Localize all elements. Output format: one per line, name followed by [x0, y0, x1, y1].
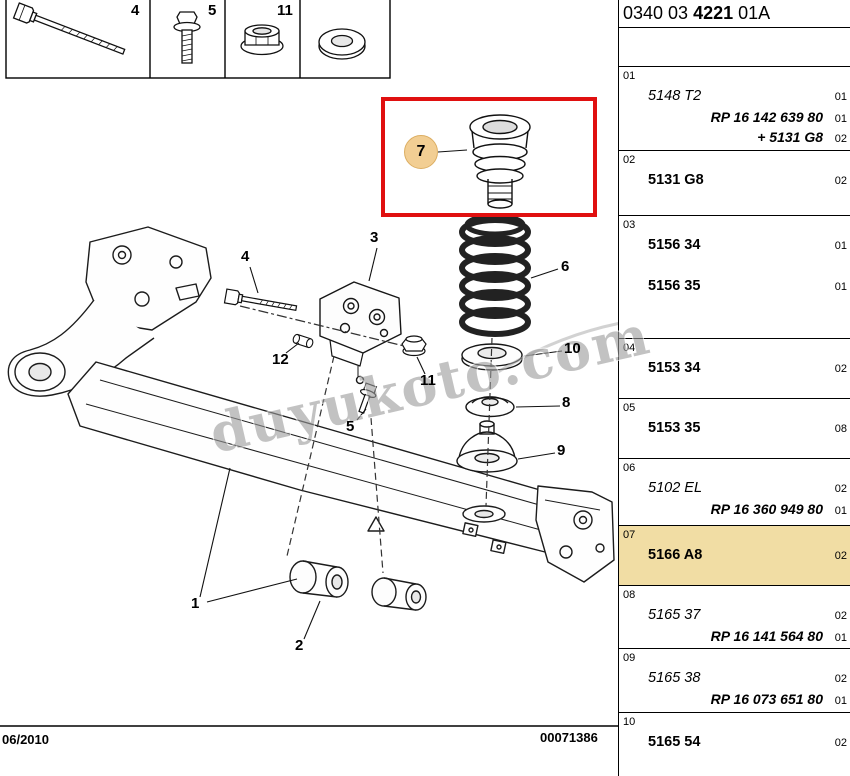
catalog-code-prefix: 0340 03: [623, 3, 694, 23]
part-qty: 02: [834, 673, 847, 685]
bolt-5: [358, 382, 378, 414]
table-row-06[interactable]: 06 5102 EL 02 RP 16 360 949 80 01: [619, 458, 850, 525]
part-number: 5165 38: [648, 670, 701, 686]
part-number: 5166 A8: [648, 547, 703, 563]
part-label-5: 5: [346, 418, 355, 435]
replacement-part-number: RP 16 073 651 80: [710, 690, 823, 707]
table-row-10[interactable]: 10 5165 54 02: [619, 712, 850, 776]
part-number: 5156 35: [648, 277, 701, 294]
part-number: 5148 T2: [648, 88, 702, 104]
table-row-03[interactable]: 03 5156 34 01 5156 35 01: [619, 215, 850, 338]
companion-part-number: + 5131 G8: [757, 129, 823, 145]
part-qty: 02: [834, 610, 847, 622]
part-qty: 01: [834, 280, 847, 293]
table-row-07-selected[interactable]: 07 5166 A8 02: [619, 525, 850, 585]
long-bolt-icon: [12, 2, 126, 55]
part-number: 5165 37: [648, 607, 701, 623]
part-qty: 01: [834, 91, 847, 103]
inset-label-4: 4: [131, 2, 140, 19]
table-row-01[interactable]: 01 5148 T2 01 RP 16 142 639 80 01 + 5131 G…: [619, 66, 850, 150]
row-ref: 06: [623, 462, 636, 474]
washer-icon: [318, 28, 366, 60]
bump-stop: [469, 114, 531, 209]
catalog-code: 0340 03 4221 01A: [619, 0, 850, 28]
row-ref: 05: [623, 402, 636, 414]
axle-beam: [7, 226, 615, 583]
part-qty: 08: [834, 423, 847, 435]
part-label-4: 4: [241, 248, 250, 265]
bolt-4: [223, 288, 298, 312]
flange-nut-icon: [240, 24, 284, 56]
part-number: 5153 35: [648, 420, 701, 436]
nut-11: [401, 335, 427, 357]
part-qty: 02: [834, 363, 847, 375]
row-ref: 08: [623, 589, 636, 601]
part-label-10: 10: [564, 340, 581, 357]
part-label-2: 2: [295, 637, 304, 654]
axle-bushings: [289, 560, 427, 611]
part-label-1: 1: [191, 595, 200, 612]
table-row-05[interactable]: 05 5153 35 08: [619, 398, 850, 458]
row-ref: 03: [623, 219, 636, 231]
leader-lines: [199, 149, 563, 640]
inset-label-11: 11: [277, 2, 293, 19]
row-ref: 10: [623, 716, 636, 728]
part-label-11: 11: [420, 372, 436, 389]
replacement-part-number: RP 16 142 639 80: [710, 108, 823, 125]
part-number: 5131 G8: [648, 172, 704, 188]
row-ref: 02: [623, 154, 636, 166]
part-qty: 02: [834, 550, 847, 562]
part-qty: 02: [834, 133, 847, 145]
table-row-08[interactable]: 08 5165 37 02 RP 16 141 564 80 01: [619, 585, 850, 648]
row-ref: 04: [623, 342, 636, 354]
coil-spring: [459, 213, 531, 337]
row-ref: 09: [623, 652, 636, 664]
table-row-02[interactable]: 02 5131 G8 02: [619, 150, 850, 215]
part-label-12: 12: [272, 351, 289, 368]
catalog-code-main: 4221: [693, 3, 734, 23]
screw-icon: [173, 11, 201, 64]
row-ref: 01: [623, 70, 636, 82]
assembly-dashed-lines: [239, 305, 493, 574]
replacement-part-number: RP 16 360 949 80: [710, 500, 823, 517]
part-number: 5156 34: [648, 237, 701, 253]
part-qty: 02: [834, 483, 847, 495]
spring-cup: [461, 343, 523, 371]
part-number: 5165 54: [648, 734, 701, 750]
part-qty: 01: [834, 631, 847, 644]
upper-mount: [456, 420, 518, 473]
part-qty: 02: [834, 737, 847, 749]
axle-diagram: [0, 0, 618, 727]
part-label-9: 9: [557, 442, 566, 459]
part-qty: 01: [834, 240, 847, 252]
footer-doc-number: 00071386: [540, 730, 598, 745]
replacement-part-number: RP 16 141 564 80: [710, 627, 823, 644]
part-number: 5153 34: [648, 360, 701, 376]
table-row-04[interactable]: 04 5153 34 02: [619, 338, 850, 398]
row-ref: 07: [623, 529, 636, 541]
inset-label-5: 5: [208, 2, 217, 19]
part-qty: 02: [834, 175, 847, 187]
part-qty: 01: [834, 694, 847, 707]
part-qty: 01: [834, 112, 847, 125]
part-7-callout[interactable]: 7: [404, 135, 438, 169]
red-highlight-box[interactable]: [381, 97, 597, 217]
footer-date: 06/2010: [2, 732, 49, 747]
part-number: 5102 EL: [648, 480, 703, 496]
catalog-code-suffix: 01A: [733, 3, 771, 23]
part-label-3: 3: [370, 229, 379, 246]
part-label-6: 6: [561, 258, 570, 275]
parts-table: 0340 03 4221 01A 01 5148 T2 01 RP 16 142 …: [618, 0, 850, 776]
table-row-09[interactable]: 09 5165 38 02 RP 16 073 651 80 01: [619, 648, 850, 712]
mounting-bracket: [319, 281, 402, 385]
watermark-swoosh: [497, 322, 618, 374]
part-label-8: 8: [562, 394, 571, 411]
part-qty: 01: [834, 504, 847, 517]
